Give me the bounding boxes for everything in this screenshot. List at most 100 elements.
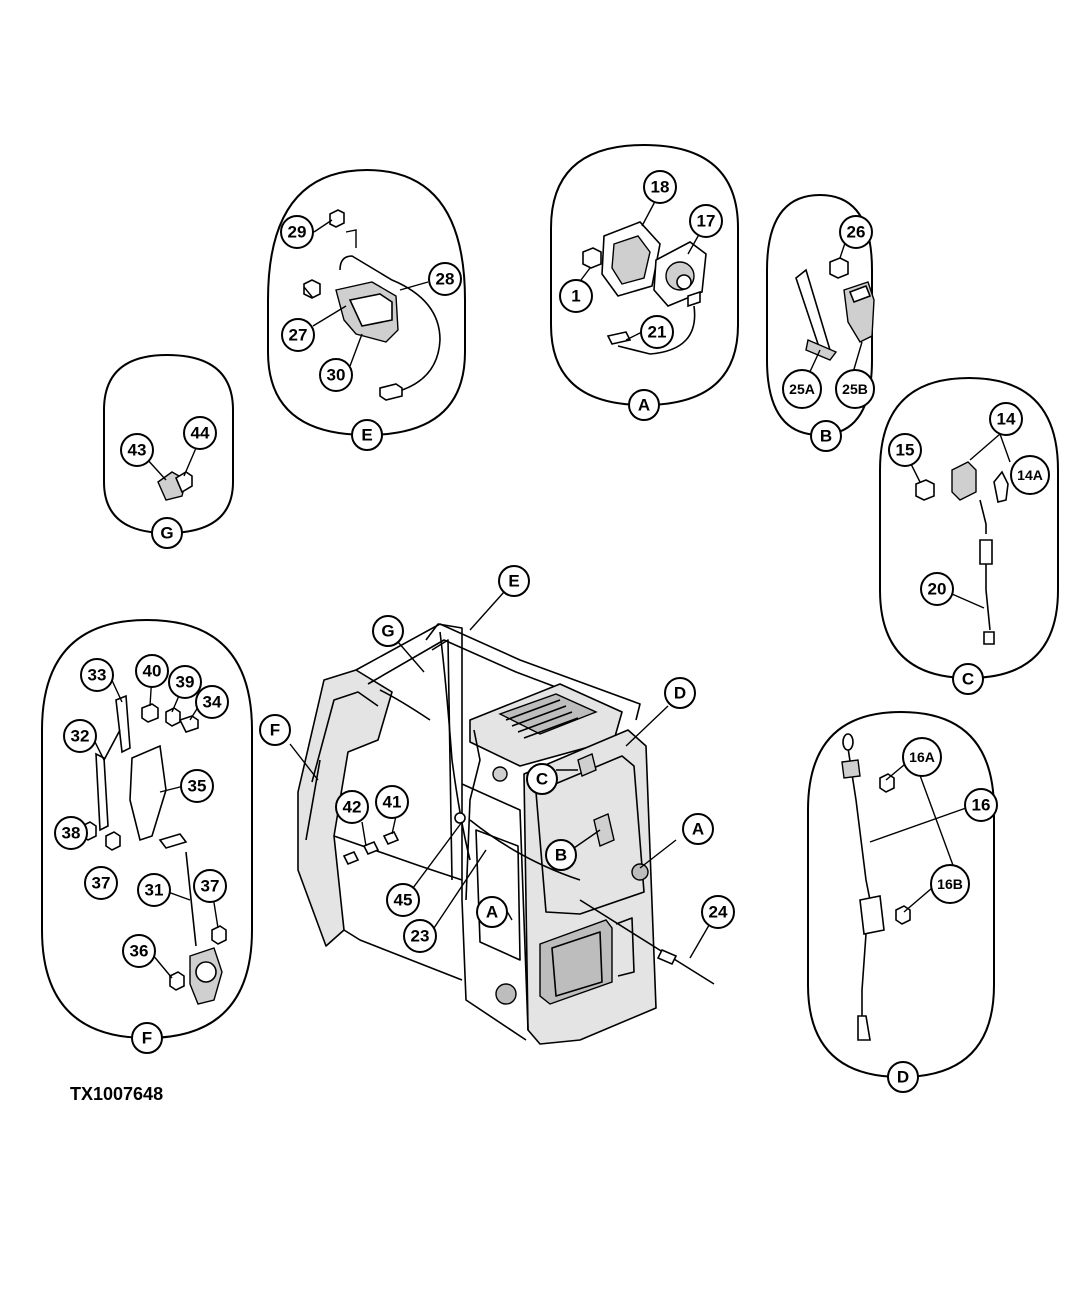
svg-text:15: 15: [896, 441, 915, 460]
callout-36: 36: [122, 934, 156, 968]
svg-text:16A: 16A: [909, 749, 935, 765]
cab-assembly: [289, 591, 715, 1045]
callout-25b: 25B: [835, 369, 875, 409]
callout-14a: 14A: [1010, 455, 1050, 495]
svg-text:A: A: [692, 820, 704, 839]
figure-id: TX1007648: [70, 1084, 164, 1104]
svg-text:D: D: [897, 1068, 909, 1087]
svg-text:14: 14: [997, 410, 1016, 429]
svg-text:25B: 25B: [842, 381, 868, 397]
cab-pointer-a-right: A: [682, 813, 714, 845]
cab-pointer-d: D: [664, 677, 696, 709]
svg-text:37: 37: [201, 877, 220, 896]
cab-pointer-f: F: [259, 714, 291, 746]
svg-text:37: 37: [92, 874, 111, 893]
svg-text:35: 35: [188, 777, 207, 796]
svg-text:G: G: [160, 524, 173, 543]
svg-text:40: 40: [143, 662, 162, 681]
callout-16a: 16A: [902, 737, 942, 777]
svg-text:18: 18: [651, 178, 670, 197]
callout-24: 24: [701, 895, 735, 929]
callout-30: 30: [319, 358, 353, 392]
svg-text:A: A: [486, 903, 498, 922]
svg-text:32: 32: [71, 727, 90, 746]
detail-b-parts: [795, 239, 875, 377]
svg-text:28: 28: [436, 270, 455, 289]
detail-d-parts: [841, 733, 967, 1041]
callout-16: 16: [964, 788, 998, 822]
detail-label-d: D: [887, 1061, 919, 1093]
cab-pointer-e: E: [498, 565, 530, 597]
callout-29: 29: [280, 215, 314, 249]
detail-label-f: F: [131, 1022, 163, 1054]
svg-text:F: F: [142, 1029, 152, 1048]
callout-39: 39: [168, 665, 202, 699]
svg-text:27: 27: [289, 326, 308, 345]
callout-18: 18: [643, 170, 677, 204]
svg-text:25A: 25A: [789, 381, 815, 397]
detail-c-parts: [909, 433, 1011, 645]
callout-1: 1: [559, 279, 593, 313]
callout-34: 34: [195, 685, 229, 719]
callout-27: 27: [281, 318, 315, 352]
svg-text:B: B: [820, 427, 832, 446]
svg-text:36: 36: [130, 942, 149, 961]
svg-text:C: C: [536, 770, 548, 789]
cab-pointer-a-left: A: [476, 896, 508, 928]
detail-e-parts: [303, 209, 441, 401]
svg-text:1: 1: [571, 287, 580, 306]
callout-37-right: 37: [193, 869, 227, 903]
svg-text:17: 17: [697, 212, 716, 231]
svg-text:38: 38: [62, 824, 81, 843]
callout-41: 41: [375, 785, 409, 819]
svg-text:16B: 16B: [937, 876, 963, 892]
callout-44: 44: [183, 416, 217, 450]
svg-text:43: 43: [128, 441, 147, 460]
svg-text:20: 20: [928, 580, 947, 599]
detail-bubble-a: [550, 143, 739, 407]
svg-text:21: 21: [648, 323, 667, 342]
svg-text:29: 29: [288, 223, 307, 242]
svg-text:26: 26: [847, 223, 866, 242]
svg-text:G: G: [381, 622, 394, 641]
callout-16b: 16B: [930, 864, 970, 904]
callout-20: 20: [920, 572, 954, 606]
cab-pointer-g: G: [372, 615, 404, 647]
callout-21: 21: [640, 315, 674, 349]
svg-text:42: 42: [343, 798, 362, 817]
svg-text:F: F: [270, 721, 280, 740]
svg-text:14A: 14A: [1017, 467, 1043, 483]
detail-label-e: E: [351, 419, 383, 451]
svg-text:23: 23: [411, 927, 430, 946]
detail-bubble-e: [267, 168, 466, 437]
svg-text:16: 16: [972, 796, 991, 815]
svg-text:E: E: [361, 426, 372, 445]
callout-32: 32: [63, 719, 97, 753]
callout-15: 15: [888, 433, 922, 467]
svg-text:A: A: [638, 396, 650, 415]
detail-bubble-c: [879, 376, 1059, 680]
callout-28: 28: [428, 262, 462, 296]
detail-label-b: B: [810, 420, 842, 452]
callout-37-left: 37: [84, 866, 118, 900]
svg-text:B: B: [555, 846, 567, 865]
callout-31: 31: [137, 873, 171, 907]
svg-text:24: 24: [709, 903, 728, 922]
svg-text:30: 30: [327, 366, 346, 385]
callout-45: 45: [386, 883, 420, 917]
svg-text:39: 39: [176, 673, 195, 692]
callout-14: 14: [989, 402, 1023, 436]
detail-bubble-b: [766, 193, 873, 437]
callout-43: 43: [120, 433, 154, 467]
detail-a-parts: [577, 191, 707, 355]
callout-35: 35: [180, 769, 214, 803]
svg-text:33: 33: [88, 666, 107, 685]
callout-38: 38: [54, 816, 88, 850]
cab-pointer-c: C: [526, 763, 558, 795]
detail-f-parts: [81, 673, 227, 1005]
callout-26: 26: [839, 215, 873, 249]
svg-text:34: 34: [203, 693, 222, 712]
svg-text:44: 44: [191, 424, 210, 443]
detail-g-parts: [145, 447, 197, 501]
